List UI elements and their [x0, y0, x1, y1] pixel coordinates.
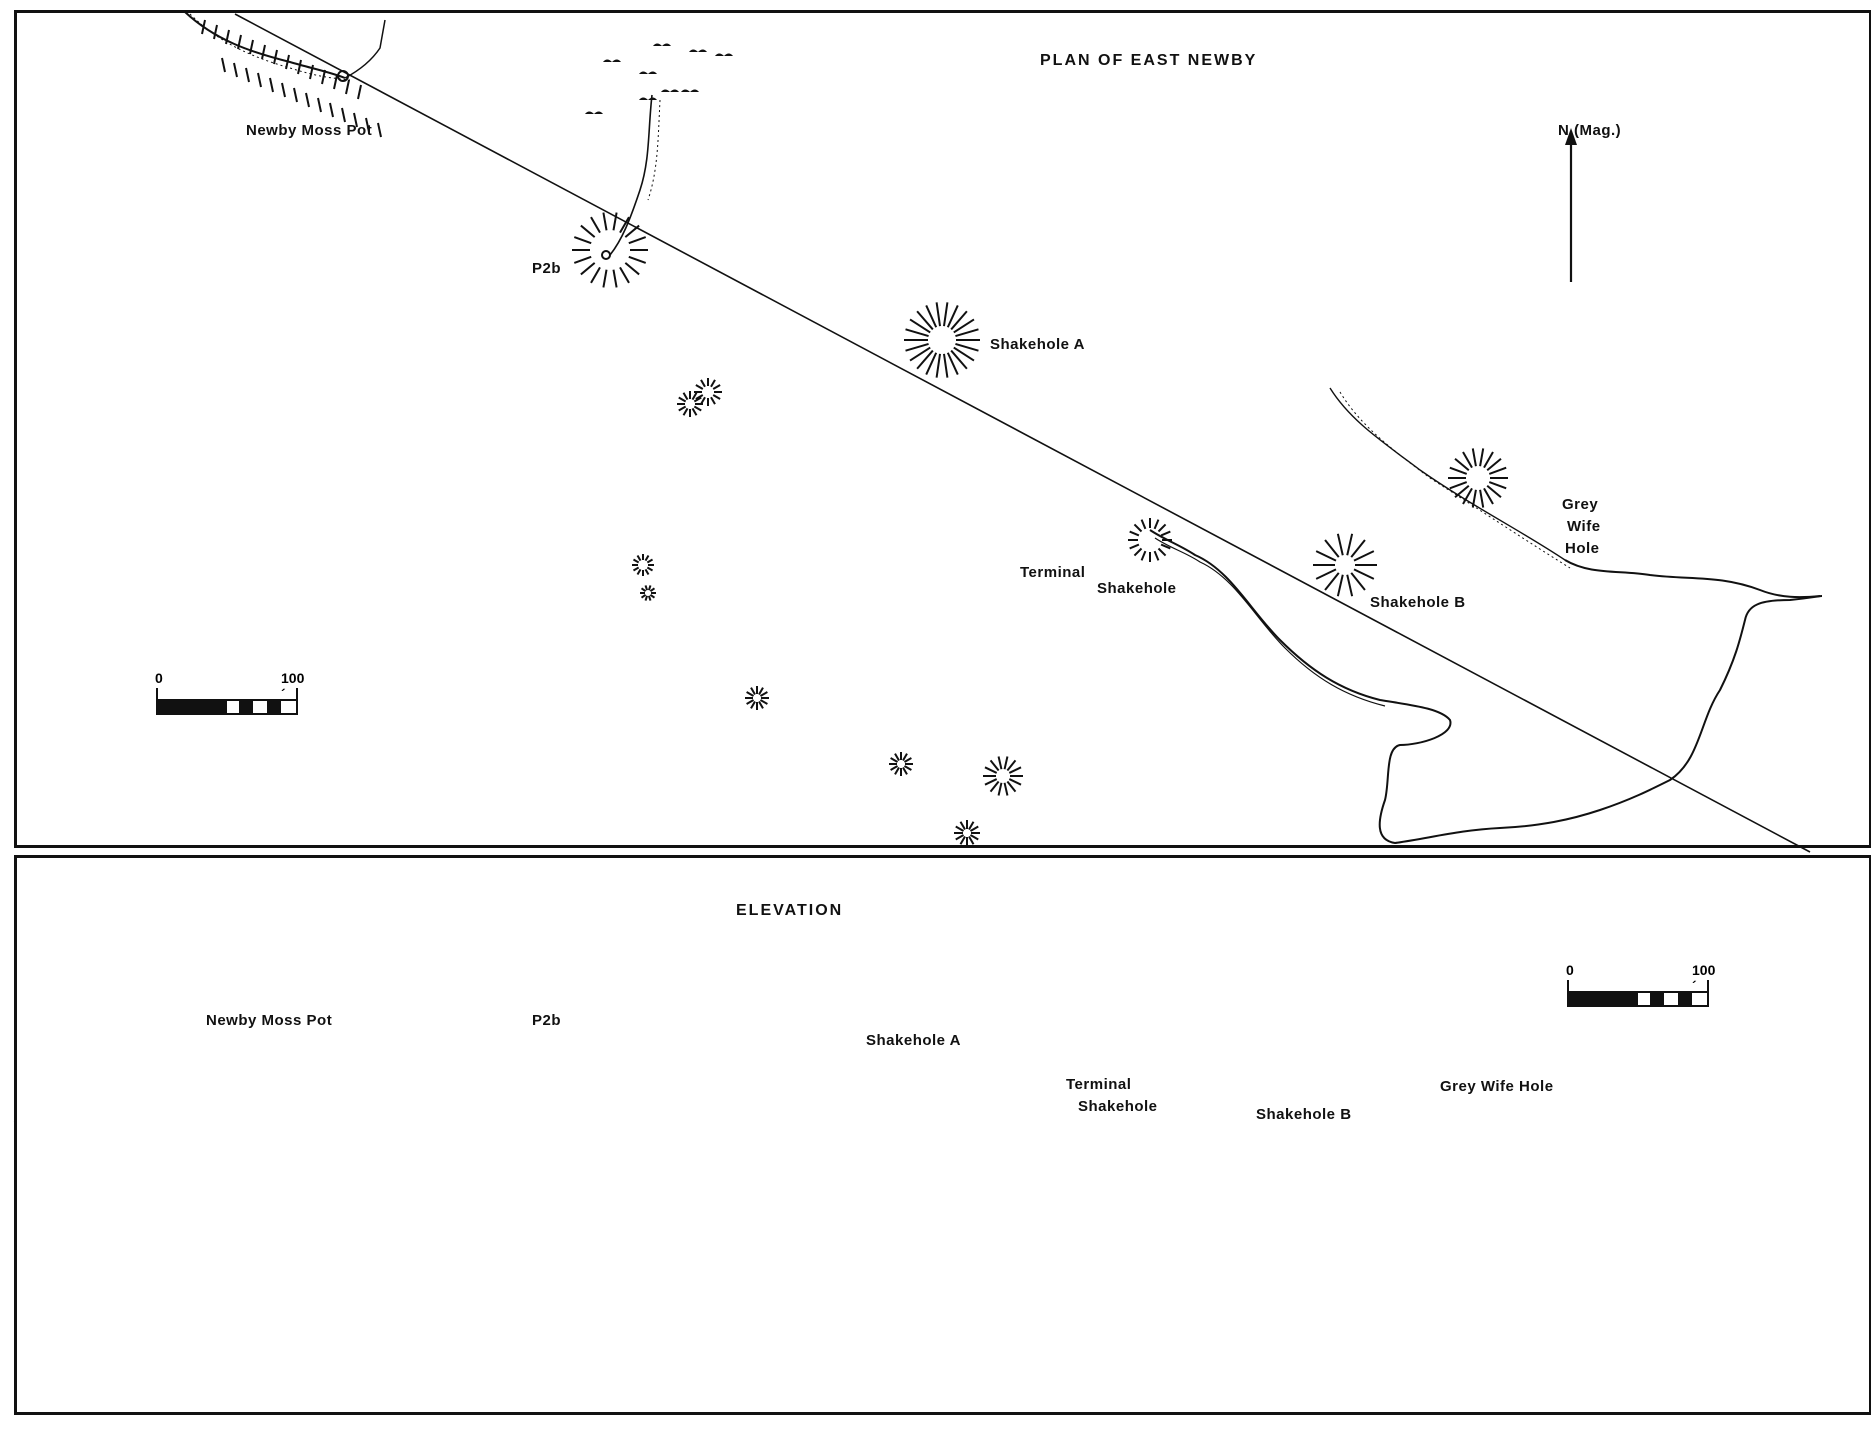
shakehole-symbols: [572, 212, 1508, 846]
hachure: [345, 79, 350, 95]
small-shakehole: [694, 378, 722, 406]
hachure: [377, 122, 382, 138]
hachure: [353, 112, 358, 128]
hachure: [249, 39, 254, 55]
elev-label-terminal-shakehole-2: Shakehole: [1078, 1098, 1158, 1115]
vegetation-mark: [639, 97, 657, 100]
hachure: [297, 59, 302, 75]
vegetation-mark: [689, 49, 707, 52]
elev-label-grey-wife-hole: Grey Wife Hole: [1440, 1078, 1554, 1095]
shakehole-a-symbol: [904, 302, 980, 378]
vegetation-mark: [653, 43, 671, 46]
hachure: [293, 87, 298, 103]
hachure: [233, 62, 238, 78]
vegetation-mark: [681, 89, 699, 92]
plan-label-grey-wife-1: Grey: [1562, 496, 1599, 513]
newby-moss-pot-hachures: [201, 19, 382, 138]
hachure: [341, 107, 346, 123]
plan-label-terminal-shakehole-1: Terminal: [1020, 564, 1086, 581]
north-arrow-icon: [1565, 128, 1577, 282]
plan-label-newby-moss-pot: Newby Moss Pot: [246, 122, 373, 139]
hachure: [273, 49, 278, 65]
plan-label-shakehole-a: Shakehole A: [990, 336, 1085, 353]
vegetation-mark: [639, 71, 657, 74]
hachure: [357, 84, 362, 100]
plan-scale-graphic: [156, 688, 298, 715]
vegetation-mark: [585, 111, 603, 114]
plan-scale-start: 0: [155, 670, 163, 686]
hachure: [285, 54, 290, 70]
hachure: [201, 19, 206, 35]
vegetation-mark: [603, 59, 621, 62]
hachure: [305, 92, 310, 108]
elev-scale-end: 100´: [1692, 962, 1716, 994]
newby-moss-pot-feature: [184, 11, 386, 82]
vegetation-mark: [661, 89, 679, 92]
elev-label-terminal-shakehole-1: Terminal: [1066, 1076, 1132, 1093]
hachure: [309, 64, 314, 80]
grey-wife-shakehole: [1448, 448, 1508, 508]
elev-label-newby-moss-pot: Newby Moss Pot: [206, 1012, 333, 1029]
hachure: [317, 97, 322, 113]
small-shakehole: [677, 391, 703, 417]
plan-cave-passage: [1149, 529, 1823, 845]
small-shakehole: [632, 554, 654, 576]
plan-scale-end: 100´: [281, 670, 305, 702]
elevation-title: ELEVATION: [736, 902, 844, 919]
plan-label-grey-wife-2: Wife: [1567, 518, 1601, 535]
elevation-scale-bar: 0 100´: [1566, 962, 1716, 1012]
hachure: [321, 69, 326, 85]
elev-label-shakehole-b: Shakehole B: [1256, 1106, 1352, 1123]
plan-panel: [14, 10, 1871, 848]
elev-label-p2b: P2b: [532, 1012, 562, 1029]
plan-label-shakehole-b: Shakehole B: [1370, 594, 1466, 611]
plan-label-p2b: P2b: [532, 260, 562, 277]
hachure: [237, 34, 242, 50]
hachure: [225, 29, 230, 45]
plan-survey-line: [234, 13, 1811, 853]
plan-title: PLAN OF EAST NEWBY: [1040, 52, 1258, 69]
elev-scale-graphic: [1567, 980, 1709, 1007]
small-shakehole: [983, 756, 1023, 796]
hachure: [365, 117, 370, 133]
small-shakehole: [745, 686, 769, 710]
plan-scale-bar: 0 100´: [155, 670, 305, 720]
small-shakehole: [889, 752, 913, 776]
north-label: N.(Mag.): [1558, 122, 1622, 139]
grey-wife-valley: [1329, 387, 1821, 599]
hachure: [281, 82, 286, 98]
hachure: [245, 67, 250, 83]
vegetation-marks: [585, 43, 733, 114]
plan-label-terminal-shakehole-2: Shakehole: [1097, 580, 1177, 597]
elev-scale-start: 0: [1566, 962, 1574, 978]
elev-label-shakehole-a: Shakehole A: [866, 1032, 961, 1049]
small-shakehole: [954, 820, 980, 846]
hachure: [269, 77, 274, 93]
vegetation-mark: [715, 53, 733, 56]
p2b-stream: [601, 94, 661, 260]
hachure: [213, 24, 218, 40]
p2b-shakehole: [572, 212, 648, 288]
hachure: [221, 57, 226, 73]
hachure: [329, 102, 334, 118]
shakehole-b-symbol: [1313, 533, 1377, 597]
terminal-shakehole-symbol: [1128, 518, 1172, 562]
hachure: [257, 72, 262, 88]
small-shakehole: [640, 585, 656, 601]
hachure: [261, 44, 266, 60]
plan-label-grey-wife-3: Hole: [1565, 540, 1600, 557]
hachure: [333, 74, 338, 90]
elevation-panel: [14, 855, 1871, 1415]
